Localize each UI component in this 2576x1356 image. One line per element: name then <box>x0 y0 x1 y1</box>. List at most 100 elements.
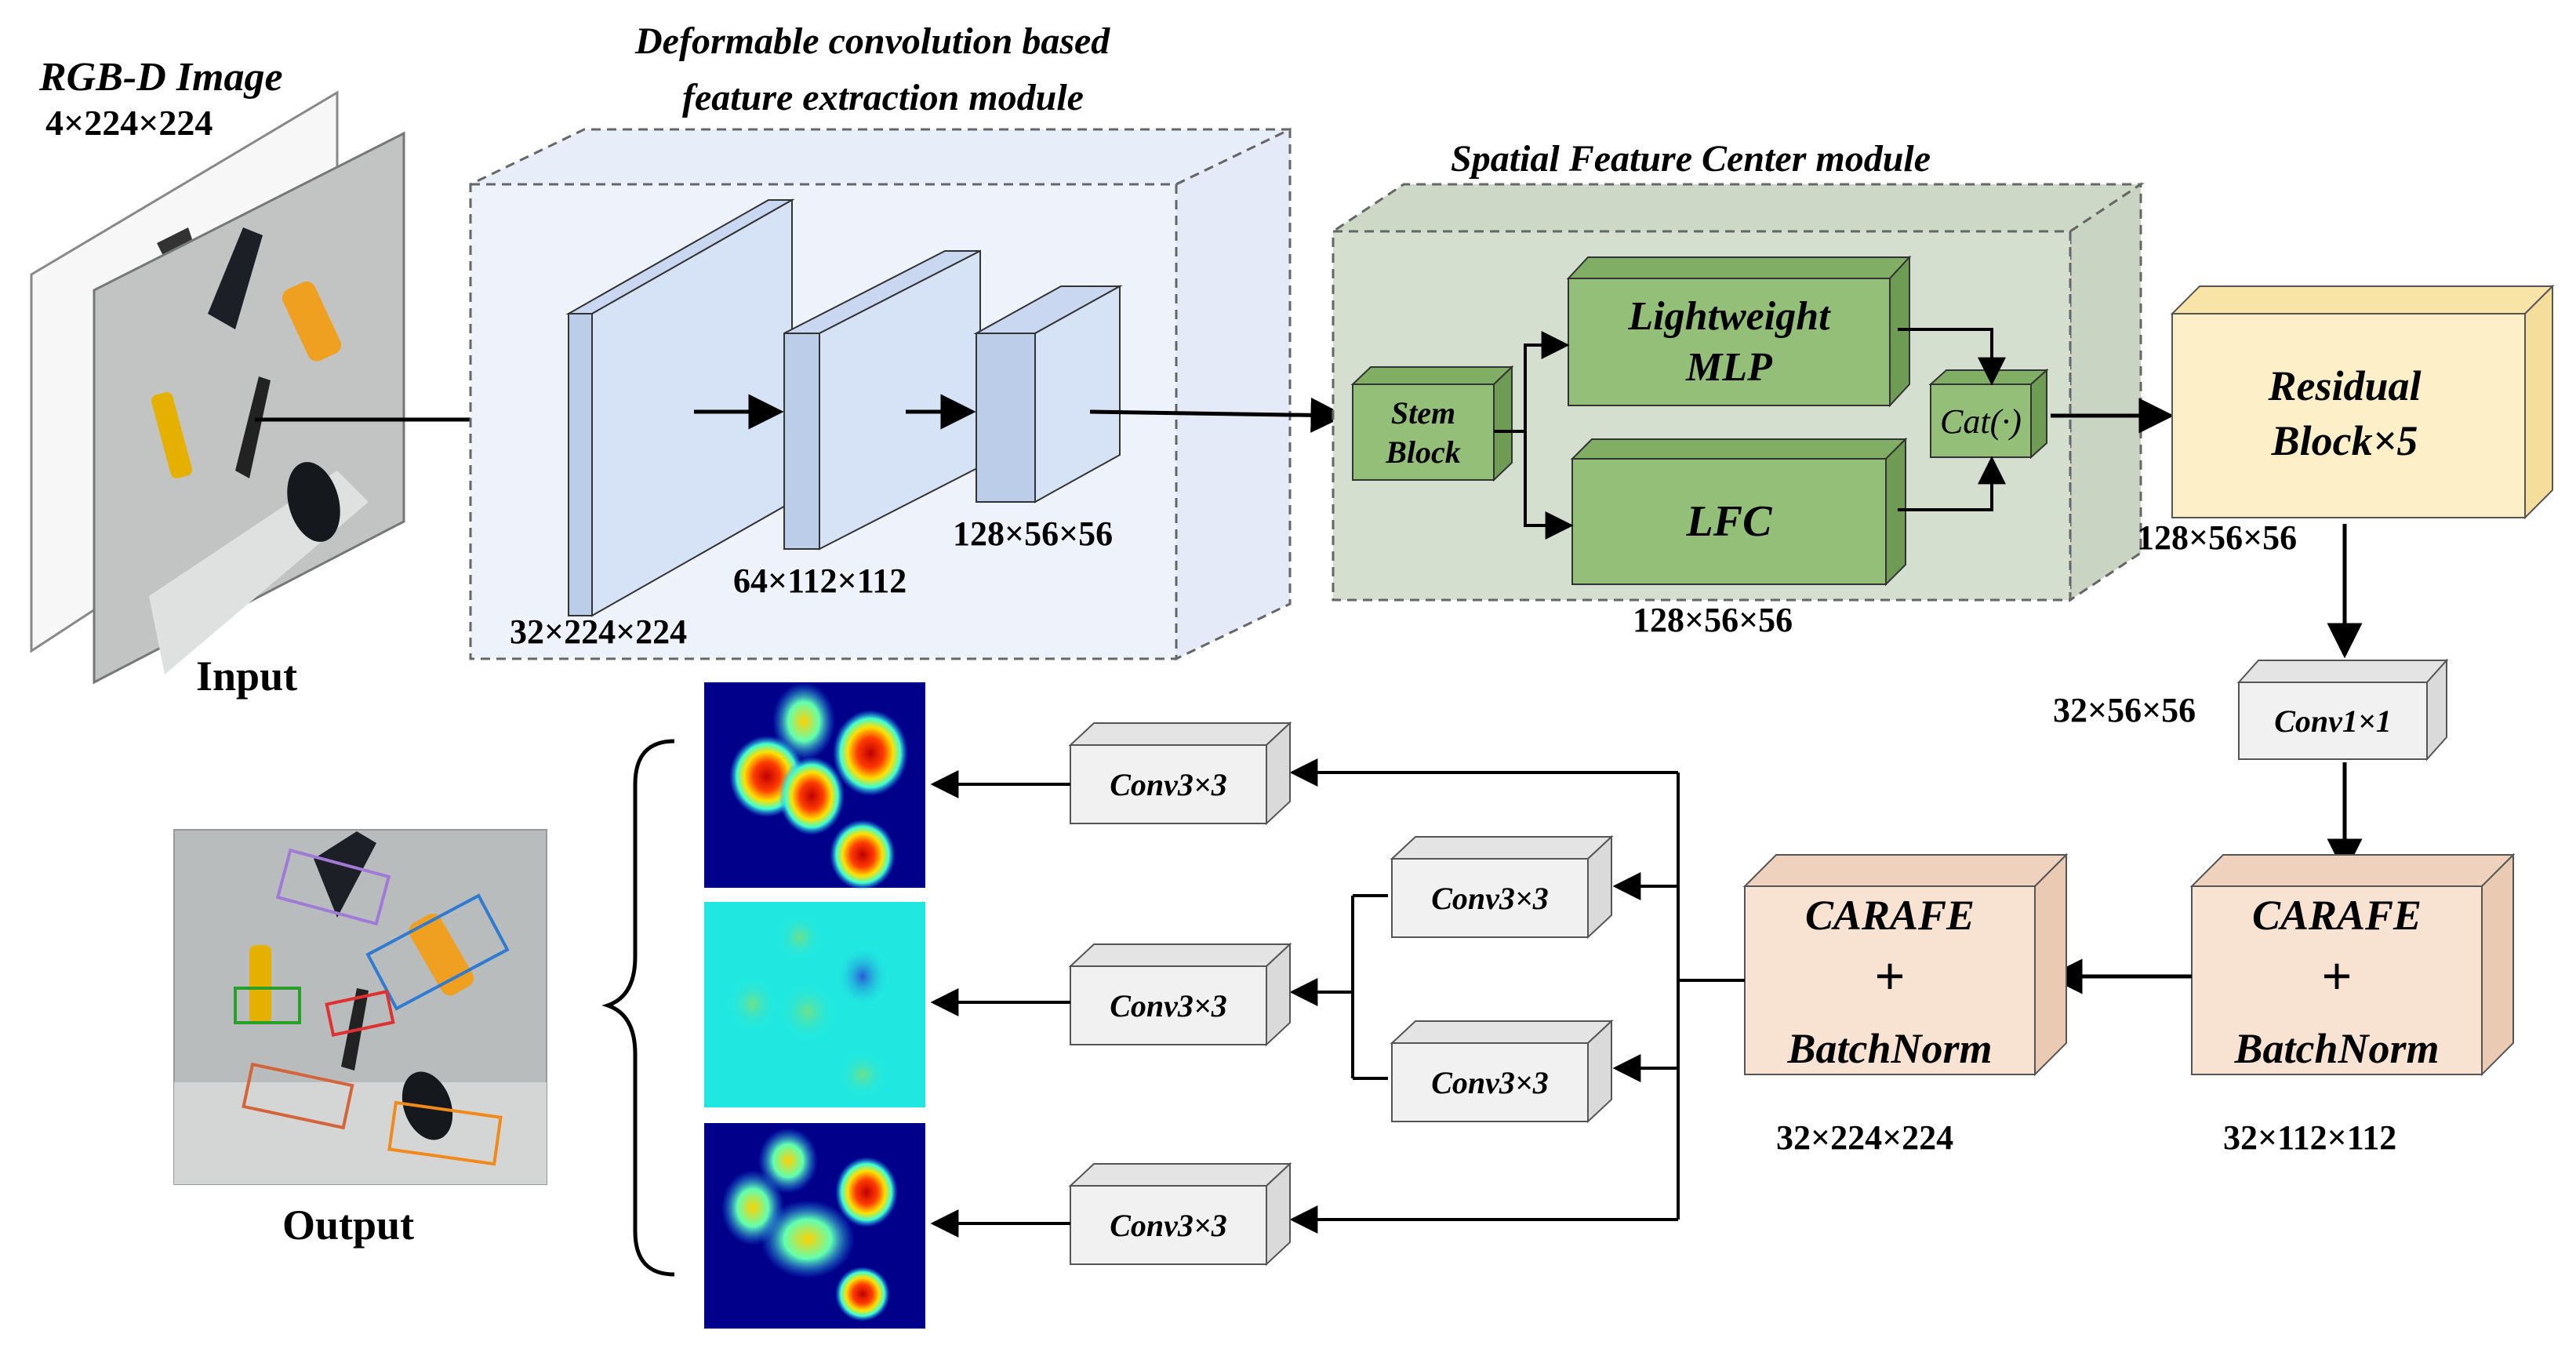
residual-dims: 128×56×56 <box>2137 518 2297 557</box>
heatmap-blob <box>835 1157 898 1227</box>
grasp-box-purple <box>275 848 391 926</box>
carafe-left-block <box>1744 885 2036 1075</box>
heatmap-blob <box>729 976 776 1031</box>
conv3x3-bottom-top <box>1068 1163 1292 1187</box>
heatmap-blob <box>778 914 822 961</box>
residual-block <box>2171 313 2526 518</box>
heatmap-blob <box>772 682 835 761</box>
head-connections <box>1289 758 1745 1234</box>
input-dims: 4×224×224 <box>45 103 213 143</box>
conv3x3-ml-top <box>1390 1020 1614 1044</box>
mlp-block <box>1568 278 1891 406</box>
conv1x1-label: Conv1×1 <box>2274 703 2391 739</box>
sfc-cube-side <box>2069 182 2142 602</box>
carafe-right-group: CARAFE + BatchNorm 32×112×112 <box>2189 852 2516 1157</box>
arrow-stem-to-lfc <box>1524 431 1574 540</box>
conv1x1-top <box>2236 660 2449 683</box>
conv3x3-top-top <box>1068 722 1292 746</box>
conv3x3-mid-upper: Conv3×3 <box>1390 834 1614 940</box>
stem-top <box>1350 366 1514 385</box>
depth-detail <box>157 227 192 259</box>
heatmap-blob <box>779 982 836 1042</box>
sfc-title: Spatial Feature Center module <box>1451 138 1931 180</box>
stem-side <box>1493 365 1513 482</box>
gamepad-shape <box>208 227 263 329</box>
sfc-dims: 128×56×56 <box>1633 601 1793 639</box>
carafe-right-block <box>2191 885 2483 1075</box>
arrow-stem-to-mlp <box>1494 331 1570 433</box>
feature-dim3: 128×56×56 <box>953 514 1113 553</box>
conv3x3-bottom-label: Conv3×3 <box>1110 1208 1226 1243</box>
conv3x3-ml-label: Conv3×3 <box>1431 1065 1548 1100</box>
conv3x3-mid-top <box>1068 943 1292 967</box>
conv3x3-mu-block <box>1391 858 1589 938</box>
heatmap-blob <box>836 945 889 1008</box>
heatmap-blob <box>779 757 845 835</box>
carafe-right-line2: BatchNorm <box>2233 1025 2439 1072</box>
carafe-right-line1: CARAFE <box>2252 892 2422 939</box>
cat-top <box>1928 369 2049 385</box>
residual-side <box>2524 284 2553 520</box>
carafe-left-side <box>2034 852 2067 1077</box>
mlp-top <box>1566 256 1912 279</box>
carafe-left-top <box>1742 854 2069 887</box>
mlp-side <box>1889 255 1910 408</box>
input-label: Input <box>196 653 297 700</box>
carafe-right-top <box>2189 854 2516 887</box>
conv3x3-mu-top <box>1390 836 1614 860</box>
heatmap-blob <box>835 1267 890 1321</box>
conv3x3-mid-lower: Conv3×3 <box>1390 1019 1614 1124</box>
heatmap-angle <box>704 902 925 1107</box>
heatmap-blob <box>758 1128 818 1194</box>
carafe-right-side <box>2481 852 2514 1077</box>
output-floor <box>174 1082 547 1184</box>
pliers-shape <box>235 376 271 478</box>
conv3x3-ml-block <box>1391 1042 1589 1122</box>
conv3x3-top: Conv3×3 <box>1068 721 1292 826</box>
cat-label: Cat(·) <box>1940 402 2022 441</box>
residual-label-line1: Residual <box>2267 362 2421 409</box>
heatmap-blob <box>833 710 908 796</box>
conv3x3-top-label: Conv3×3 <box>1110 767 1226 802</box>
output-gamepad <box>314 831 376 918</box>
heatmap-quality <box>704 682 925 890</box>
cat-side <box>2030 368 2047 460</box>
screwdriver-shape <box>282 281 342 362</box>
residual-group: Residual Block×5 128×56×56 <box>2137 284 2555 557</box>
grasp-box-brown <box>242 1062 354 1130</box>
feature-block3-side <box>976 333 1036 503</box>
carafe-left-plus: + <box>1875 947 1906 1005</box>
conv3x3-mid-label: Conv3×3 <box>1110 988 1226 1023</box>
carafe-right-dims: 32×112×112 <box>2223 1118 2396 1157</box>
grasp-box-orange <box>387 1100 503 1166</box>
stem-block <box>1352 384 1495 481</box>
stem-label-line2: Block <box>1385 434 1461 470</box>
feature-cube-side <box>1175 127 1292 661</box>
conv3x3-bottom: Conv3×3 <box>1068 1162 1292 1267</box>
output-label: Output <box>282 1201 414 1249</box>
feature-block2-side <box>783 333 820 550</box>
carafe-left-line1: CARAFE <box>1805 892 1975 939</box>
rgb-image <box>93 131 405 685</box>
tool-shape <box>151 392 192 478</box>
conv3x3-mid-block <box>1070 965 1267 1045</box>
feature-title-line2: feature extraction module <box>682 77 1084 118</box>
lfc-label: LFC <box>1686 497 1773 546</box>
residual-label-line2: Block×5 <box>2271 417 2418 464</box>
heatmap-blob <box>839 1051 886 1098</box>
heatmap-blob <box>761 1200 855 1278</box>
mouse-shape <box>287 462 340 542</box>
grasp-box-red <box>325 989 395 1038</box>
sfc-cube-top <box>1329 183 2145 233</box>
output-group: Output <box>173 829 547 1249</box>
feature-dim2: 64×112×112 <box>733 562 907 600</box>
feature-dim1: 32×224×224 <box>510 613 687 651</box>
input-group: RGB-D Image 4×224×224 Input <box>30 55 405 700</box>
arrow-lfc-to-cat <box>1898 456 2006 511</box>
output-tool <box>249 945 271 1023</box>
output-brace <box>601 739 675 1277</box>
mlp-label-line2: MLP <box>1685 345 1773 390</box>
input-title: RGB-D Image <box>38 55 283 100</box>
heatmap-blob <box>830 820 896 890</box>
residual-top <box>2170 285 2555 314</box>
